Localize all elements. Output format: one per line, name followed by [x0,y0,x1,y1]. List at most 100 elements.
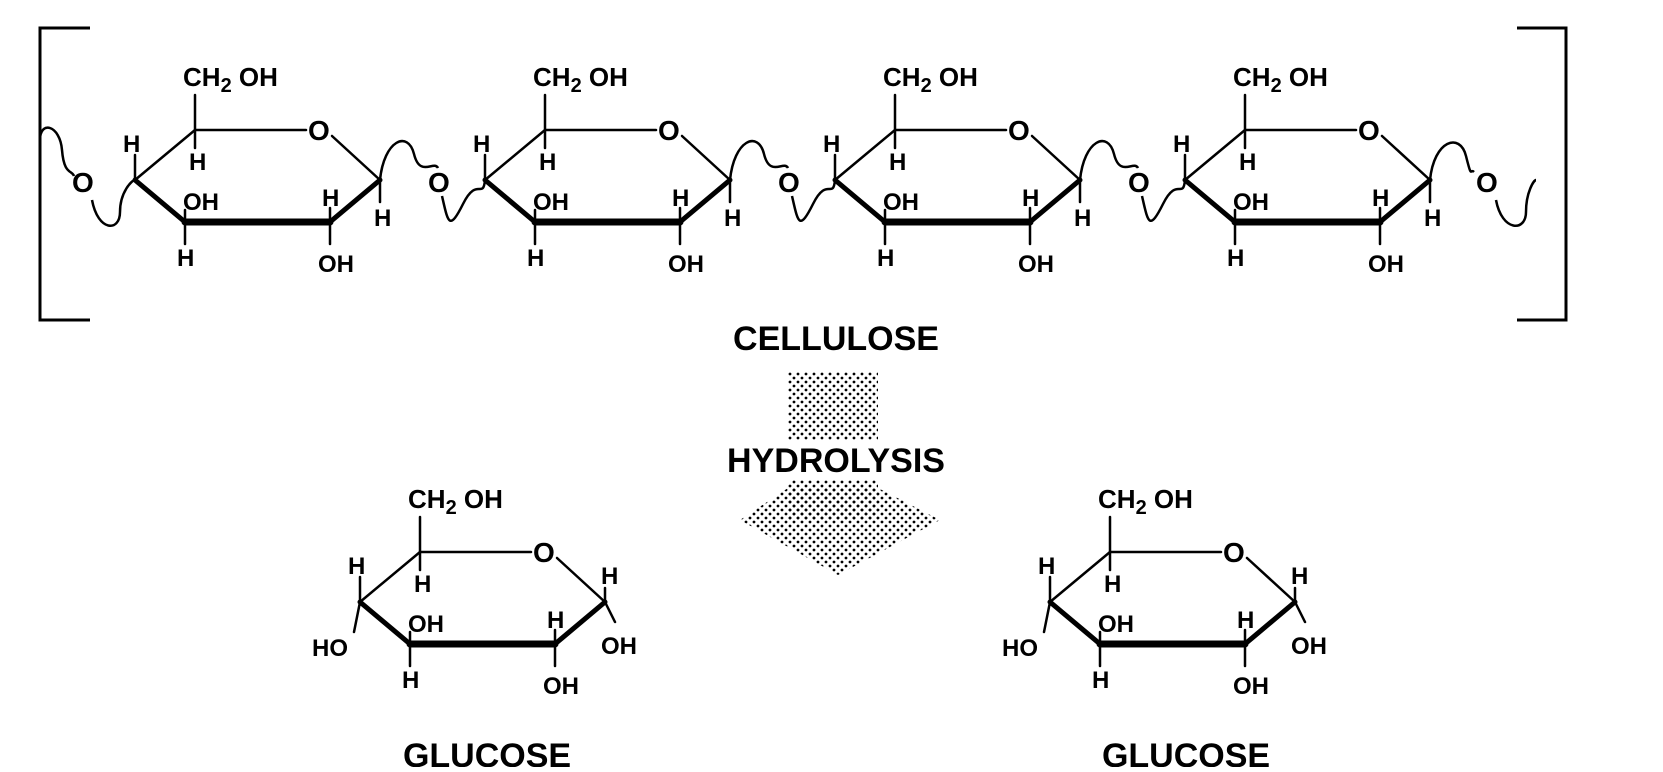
c2-hydrogen: H [547,607,564,634]
chain-end-bond [90,178,136,227]
ring-bond-front [1182,177,1238,225]
c5-hydrogen: H [189,149,206,176]
ring-oxygen-atom: O [658,115,680,146]
c2-hydroxyl: OH [543,673,579,700]
ring-bond [358,550,422,604]
cellulose-label: CELLULOSE [733,320,939,358]
c4-hydrogen: H [1173,131,1190,158]
c3-hydroxyl: OH [533,189,569,216]
ring-bond-front [1377,177,1433,225]
ch2oh-group: CH2 OH [1233,62,1328,97]
ring-bond-front [832,177,888,225]
glycosidic-bond [1140,179,1187,222]
glucose-label-right: GLUCOSE [1102,737,1270,767]
c1-hydrogen: H [1424,205,1441,232]
ch2oh-group: CH2 OH [1098,484,1193,519]
glycosidic-bond [440,179,487,222]
c3-hydroxyl: OH [1233,189,1269,216]
c1-hydrogen: H [374,205,391,232]
c3-hydrogen: H [177,245,194,272]
c2-hydroxyl: OH [1018,251,1054,278]
c3-hydrogen: H [402,667,419,694]
ring-bond [1030,134,1082,182]
c3-hydroxyl: OH [408,611,444,638]
ring-bond-front [1047,599,1103,647]
c3-hydroxyl: OH [1098,611,1134,638]
c2-hydrogen: H [1372,185,1389,212]
c1-hydrogen: H [724,205,741,232]
ring-bond [555,556,607,604]
c4-hydrogen: H [823,131,840,158]
chain-end-bond [38,126,76,177]
glycosidic-oxygen: O [778,167,800,198]
c1-oh-bond [1293,600,1307,624]
chain-end-bond [1428,141,1475,181]
c2-hydrogen: H [322,185,339,212]
c4-oh-bond [1042,600,1052,634]
ring-bond-front [327,177,383,225]
ring-bond [483,128,547,182]
terminal-oxygen: O [1476,167,1498,198]
c1-hydrogen: H [601,563,618,590]
ring-bond-front [1242,599,1298,647]
c4-hydroxyl: HO [1002,635,1038,662]
glycosidic-bond [728,140,790,181]
c3-hydroxyl: OH [183,189,219,216]
ring-oxygen-atom: O [533,537,555,568]
c2-hydrogen: H [672,185,689,212]
ch2oh-group: CH2 OH [183,62,278,97]
hydrolysis-label: HYDROLYSIS [727,442,945,480]
c2-hydroxyl: OH [1368,251,1404,278]
c4-oh-bond [352,600,362,634]
ring-bond [1048,550,1112,604]
c5-hydrogen: H [539,149,556,176]
ring-bond [833,128,897,182]
c5-hydrogen: H [414,571,431,598]
ring-bond-front [1027,177,1083,225]
glycosidic-bond [790,179,837,222]
c4-hydrogen: H [123,131,140,158]
ring-bond [680,134,732,182]
c5-hydrogen: H [1239,149,1256,176]
ring-bond-front [552,599,608,647]
c5-hydrogen: H [889,149,906,176]
c3-hydrogen: H [1092,667,1109,694]
ch2oh-group: CH2 OH [533,62,628,97]
c4-hydrogen: H [1038,553,1055,580]
c2-hydrogen: H [1022,185,1039,212]
c5-hydrogen: H [1104,571,1121,598]
c2-hydrogen: H [1237,607,1254,634]
c1-hydroxyl: OH [1291,633,1327,660]
c1-hydrogen: H [1074,205,1091,232]
glycosidic-bond [378,140,440,181]
c1-hydrogen: H [1291,563,1308,590]
c3-hydroxyl: OH [883,189,919,216]
c4-hydrogen: H [348,553,365,580]
glucose-label-left: GLUCOSE [403,737,571,767]
c3-hydrogen: H [877,245,894,272]
ring-oxygen-atom: O [1358,115,1380,146]
c1-oh-bond [603,600,617,624]
ring-bond-front [677,177,733,225]
ring-bond-front [482,177,538,225]
left-polymer-bracket [38,26,90,322]
cellulose-glucose-unit: O CH2 OH H H OH H H OH H [123,62,391,278]
chain-end-bond [1494,178,1537,227]
c2-hydroxyl: OH [318,251,354,278]
ring-bond [330,134,382,182]
hydrolysis-arrow [740,372,940,575]
c4-hydroxyl: HO [312,635,348,662]
ring-oxygen-atom: O [1008,115,1030,146]
ring-bond [1245,556,1297,604]
glycosidic-bond [1078,140,1140,181]
c2-hydroxyl: OH [668,251,704,278]
ring-oxygen-atom: O [308,115,330,146]
